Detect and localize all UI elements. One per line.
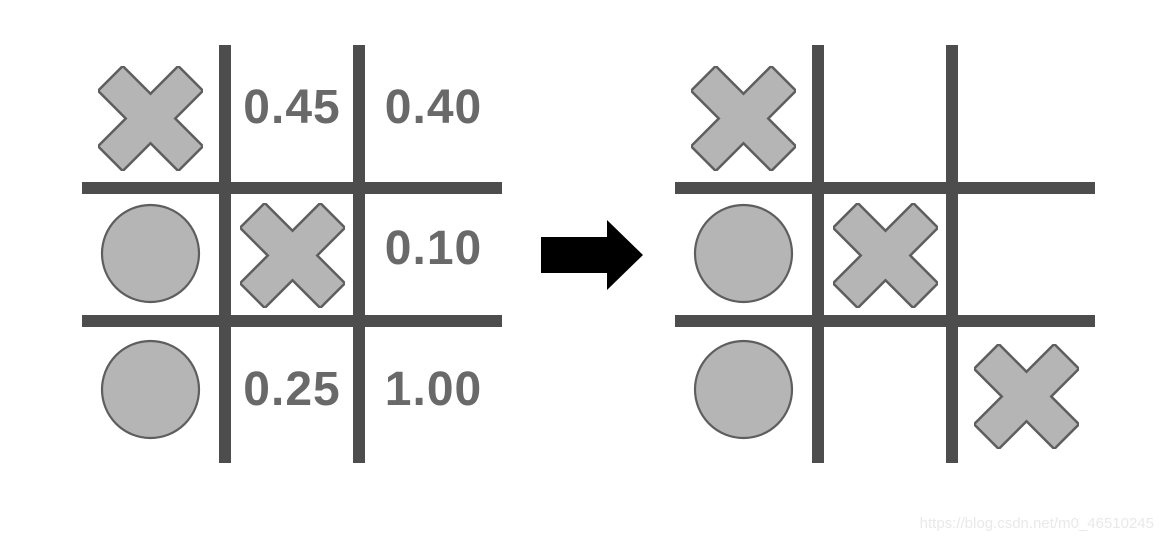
grid-line-horizontal	[675, 315, 1095, 327]
o-piece	[693, 339, 794, 439]
watermark-url: https://blog.csdn.net/m0_46510245	[919, 515, 1154, 532]
grid-line-vertical	[219, 45, 231, 463]
o-piece	[100, 339, 201, 439]
grid-line-vertical	[812, 45, 824, 463]
o-piece	[100, 203, 201, 304]
move-probability-value: 0.40	[384, 81, 483, 134]
right-arrow-icon	[541, 220, 643, 290]
grid-line-vertical	[946, 45, 958, 463]
move-probability-value: 0.25	[243, 362, 341, 416]
grid-line-horizontal	[82, 315, 502, 327]
x-piece	[239, 203, 345, 308]
grid-line-horizontal	[675, 182, 1095, 194]
move-probability-value: 0.10	[384, 222, 483, 275]
x-piece	[832, 203, 938, 308]
move-probability-value: 1.00	[384, 362, 483, 416]
o-piece	[693, 203, 794, 304]
x-piece	[974, 343, 1079, 449]
move-probability-value: 0.45	[243, 81, 341, 134]
x-piece	[98, 66, 203, 171]
grid-line-horizontal	[82, 182, 502, 194]
grid-line-vertical	[353, 45, 365, 463]
x-piece	[691, 66, 796, 171]
